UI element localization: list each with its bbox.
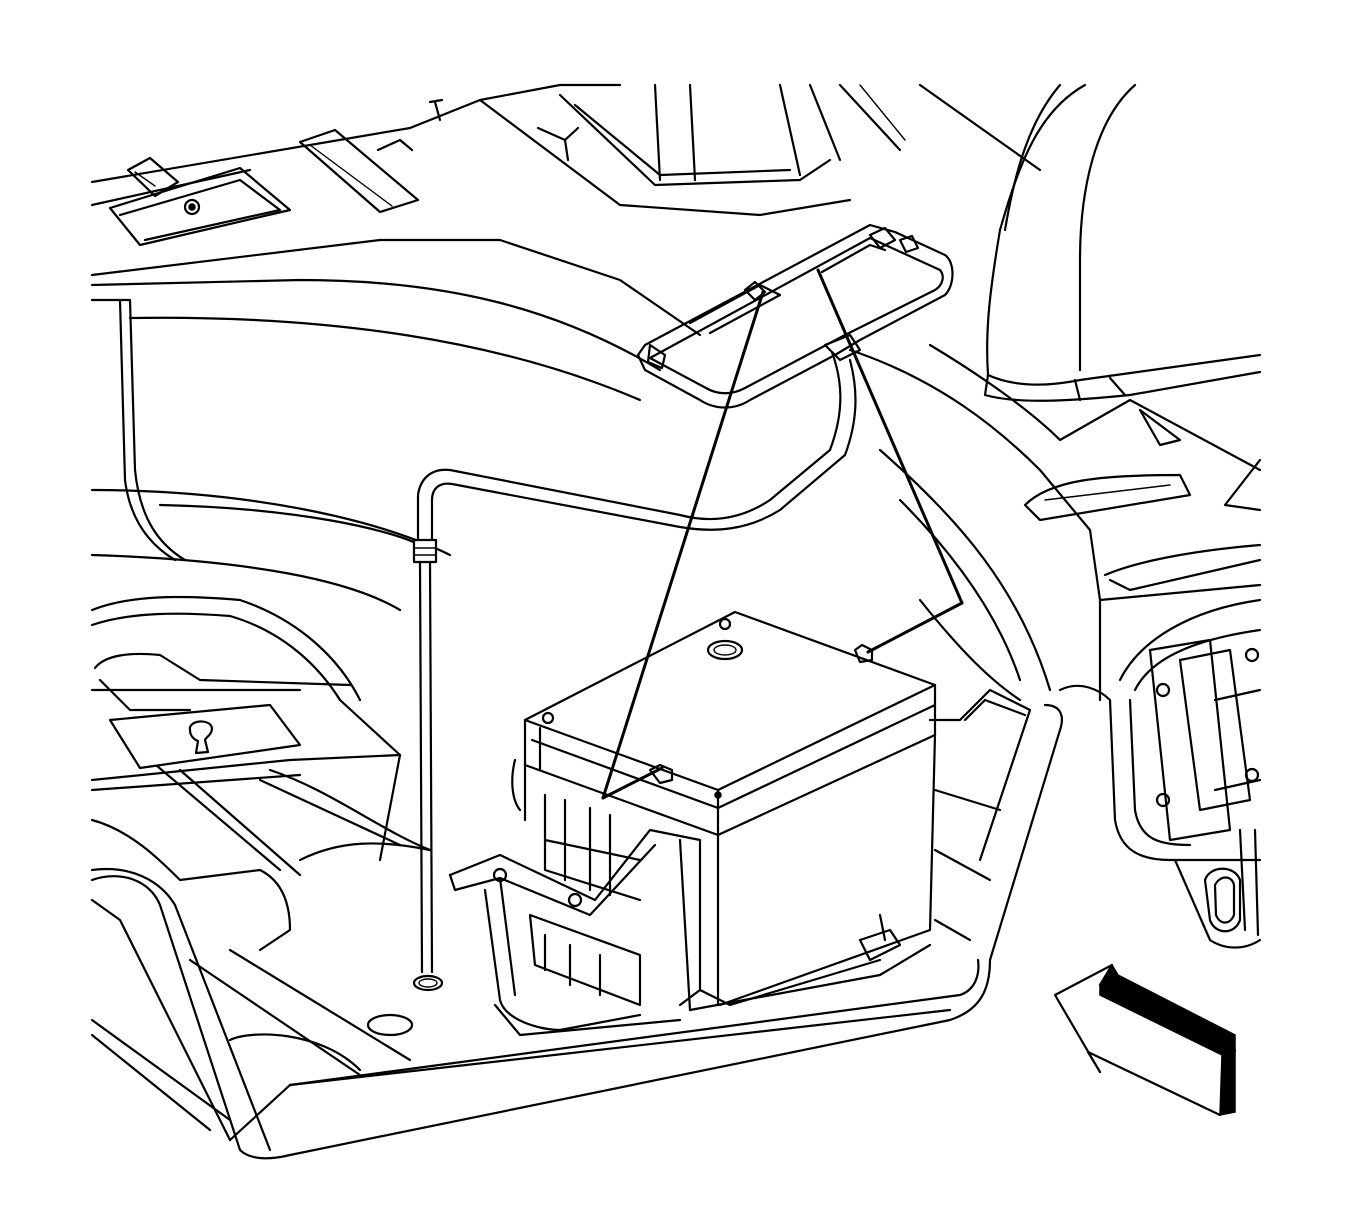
arrow-icon [1053,963,1237,1117]
left-storage-well [90,595,432,952]
battery-vent-tube [412,223,954,974]
leader-lines [601,268,964,800]
trunk-floor-tub [90,703,1063,1160]
battery [511,610,937,1007]
upper-floor-panel [90,83,1042,337]
rear-corner-bracket [1058,598,1262,949]
rear-pillar [983,83,1262,402]
right-floor-rail [848,343,1262,702]
left-quarter-panel [90,278,662,612]
battery-tray [448,688,1032,1037]
